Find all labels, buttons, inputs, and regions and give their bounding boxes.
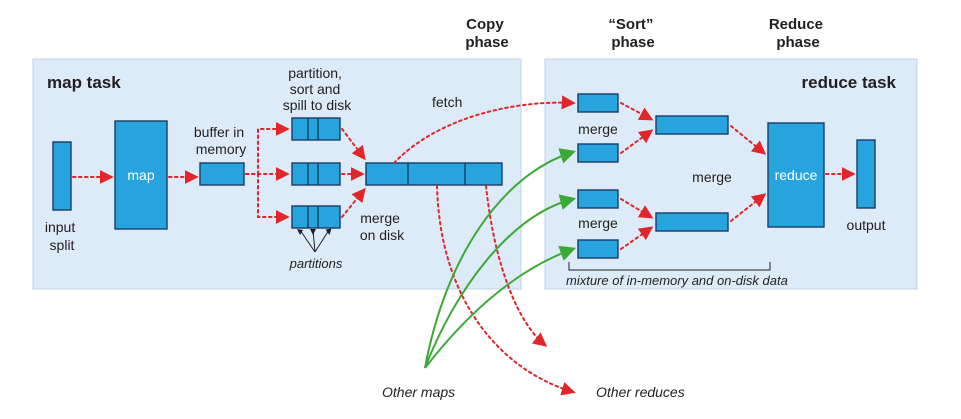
fetched-segment-2 <box>577 143 619 163</box>
other-maps-label: Other maps <box>382 384 455 400</box>
mixture-label: mixture of in-memory and on-disk data <box>566 273 788 288</box>
input-split-block <box>52 141 72 211</box>
spill-file-middle <box>291 162 341 186</box>
merged-segment-bottom <box>655 212 729 232</box>
mixture-bracket <box>568 262 771 271</box>
reduce-block-label: reduce <box>775 167 818 183</box>
sort-phase-label: “Sort” phase <box>608 16 657 51</box>
fetched-segment-4 <box>577 239 619 259</box>
map-block <box>114 120 168 230</box>
reduce-task-title: reduce task <box>802 73 897 92</box>
map-block-label: map <box>127 167 154 183</box>
other-reduces-label: Other reduces <box>596 384 685 400</box>
merge-top-label: merge <box>578 121 618 137</box>
other-maps-arrows <box>424 148 577 369</box>
partition-spill-label: partition, sort and spill to disk <box>283 65 352 113</box>
merge-on-disk-label: merge on disk <box>360 210 405 243</box>
reduce-phase-label: Reduce phase <box>769 16 827 51</box>
partitions-label: partitions <box>289 256 343 271</box>
spill-file-bottom <box>291 205 341 229</box>
buffer-label: buffer in memory <box>194 124 248 157</box>
merge-bottom-label: merge <box>578 215 618 231</box>
partition-pointers <box>297 228 332 253</box>
spill-file-top <box>291 117 341 141</box>
output-block <box>856 139 876 209</box>
input-split-label: input split <box>45 219 79 253</box>
map-task-title: map task <box>47 73 121 92</box>
fetched-segment-3 <box>577 189 619 209</box>
merged-segment-top <box>655 115 729 135</box>
output-label: output <box>847 217 886 233</box>
data-flow-arrows <box>72 95 856 396</box>
copy-phase-label: Copy phase <box>465 16 508 51</box>
map-output-file <box>365 162 503 186</box>
fetch-label: fetch <box>432 94 462 110</box>
fetched-segment-1 <box>577 93 619 113</box>
merge-middle-label: merge <box>692 169 732 185</box>
buffer-block <box>199 162 245 186</box>
reduce-block <box>767 122 825 228</box>
